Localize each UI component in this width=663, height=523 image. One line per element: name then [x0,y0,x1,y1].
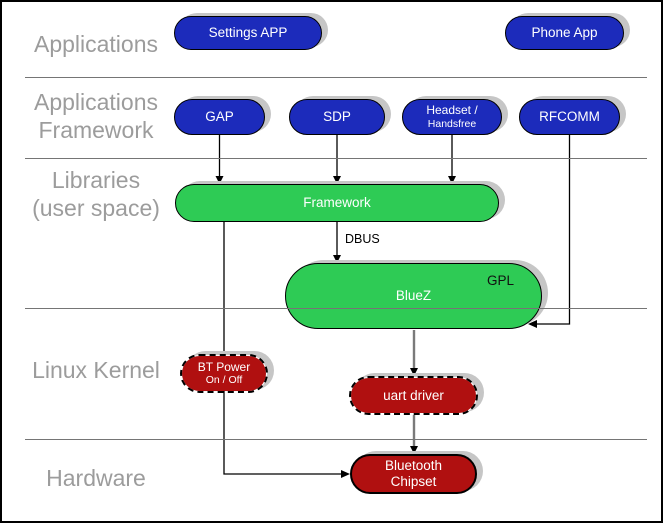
layer-label-applications: Applications [10,31,182,59]
node-rfcomm-label: RFCOMM [539,109,600,125]
dbus-edge-label: DBUS [345,232,380,246]
layer-divider-3 [25,308,647,309]
node-phone-app-label: Phone App [531,25,598,41]
node-bluetooth-chipset-label-line1: Bluetooth [384,458,443,474]
node-rfcomm: RFCOMM [519,99,620,135]
layer-label-libraries-line1: Libraries [51,167,141,193]
node-bt-power-label-line2: On / Off [205,374,243,387]
layer-label-applications-framework-line2: Framework [38,116,154,143]
arrow-bluez-to-uart [410,330,418,376]
layer-divider-1 [25,77,647,78]
layer-label-libraries-line2: (user space) [32,194,160,221]
gpl-badge: GPL [486,273,514,288]
node-settings-app-label: Settings APP [208,25,288,41]
layer-label-applications-framework-line1: Applications [33,89,159,115]
node-phone-app: Phone App [505,16,624,50]
arrow-framework-to-bluez-dbus [333,222,341,263]
layer-label-linux-kernel-text: Linux Kernel [32,357,160,383]
layer-label-applications-text: Applications [33,31,159,57]
node-bluetooth-chipset: Bluetooth Chipset [350,454,477,494]
layer-label-hardware-text: Hardware [46,465,146,491]
node-headset-handsfree: Headset / Handsfree [402,99,502,135]
node-bluetooth-chipset-label-line2: Chipset [390,474,437,489]
node-settings-app: Settings APP [174,16,322,50]
layer-divider-4 [25,439,647,440]
node-bt-power: BT Power On / Off [180,354,268,393]
node-uart-driver-label: uart driver [383,387,444,403]
arrow-headset-to-framework [448,135,456,184]
layer-label-hardware: Hardware [10,465,182,493]
node-sdp-label: SDP [323,109,351,125]
layer-label-linux-kernel: Linux Kernel [10,357,182,385]
node-bluez-label: BlueZ [395,288,432,304]
node-framework: Framework [175,184,499,222]
arrow-gap-to-framework [215,135,224,184]
node-uart-driver: uart driver [349,376,478,415]
layer-label-applications-framework: Applications Framework [10,89,182,144]
node-headset-label-line1: Headset / [426,103,478,118]
node-headset-label-line2: Handsfree [427,117,477,130]
node-bt-power-label-line1: BT Power [197,359,251,374]
arrow-sdp-to-framework [333,135,341,184]
node-gap-label: GAP [205,109,234,125]
arrow-uart-to-chipset [410,415,418,454]
node-framework-label: Framework [303,195,371,211]
node-bluez: BlueZ GPL [285,263,542,329]
node-sdp: SDP [289,99,385,135]
layer-divider-2 [25,158,647,159]
node-gap: GAP [174,99,265,135]
layer-label-libraries-user-space: Libraries (user space) [10,167,182,222]
